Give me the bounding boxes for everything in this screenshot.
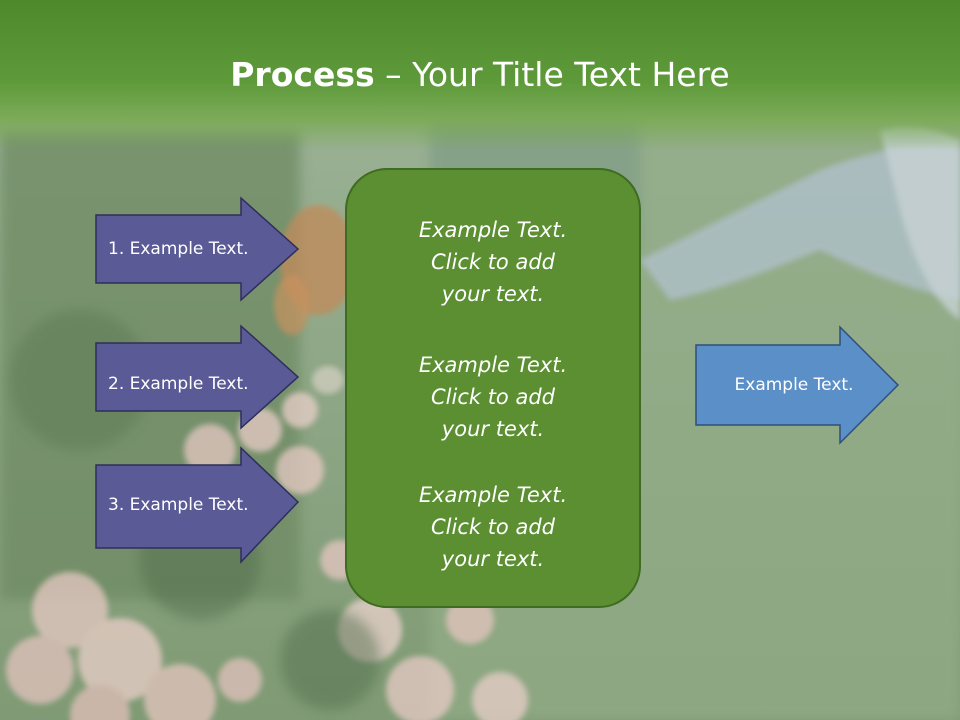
- center-text-1: Example Text. Click to add your text.: [418, 218, 568, 306]
- slide-title[interactable]: Process – Your Title Text Here: [0, 52, 960, 98]
- center-text-2: Example Text. Click to add your text.: [418, 353, 568, 441]
- left-arrow-label-2: 2. Example Text.: [108, 374, 249, 394]
- title-band: [0, 0, 960, 150]
- right-arrow-shape: [695, 325, 900, 445]
- left-arrow-3[interactable]: 3. Example Text.: [95, 446, 300, 564]
- center-text-3: Example Text. Click to add your text.: [418, 483, 568, 571]
- left-arrow-label-1: 1. Example Text.: [108, 239, 249, 259]
- left-arrow-label-3: 3. Example Text.: [108, 495, 249, 515]
- right-arrow-label: Example Text.: [734, 375, 854, 395]
- left-arrow-1[interactable]: 1. Example Text.: [95, 196, 300, 302]
- arrow-shape-3: [95, 446, 300, 564]
- left-arrow-2[interactable]: 2. Example Text.: [95, 324, 300, 430]
- title-rest: – Your Title Text Here: [374, 55, 730, 94]
- right-arrow[interactable]: Example Text.: [695, 325, 900, 445]
- title-bold: Process: [230, 55, 375, 94]
- arrow-shape-2: [95, 324, 300, 430]
- arrow-shape-1: [95, 196, 300, 302]
- center-text-box[interactable]: Example Text. Click to add your text. Ex…: [345, 168, 641, 608]
